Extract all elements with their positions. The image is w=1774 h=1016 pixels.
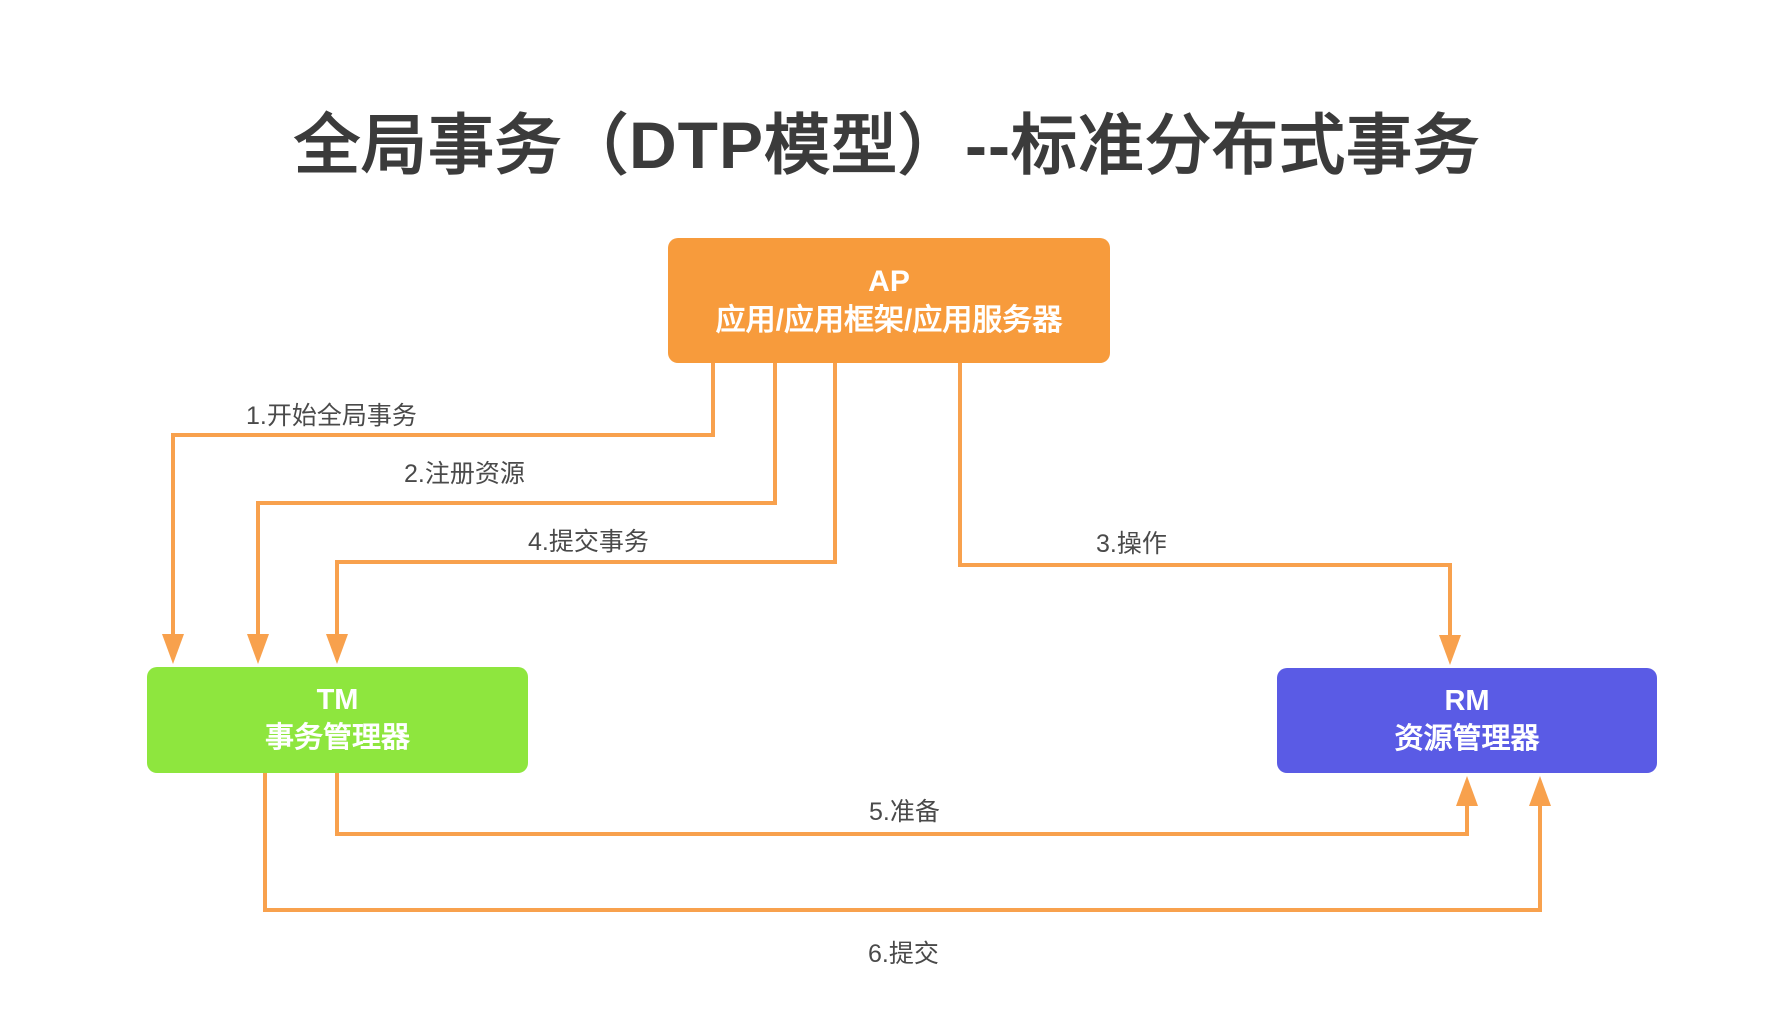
- arrow-1-label: 1.开始全局事务: [246, 402, 417, 430]
- node-rm-label: 资源管理器: [1394, 722, 1540, 755]
- node-rm: RM 资源管理器: [1277, 668, 1657, 773]
- arrow-6-head: [1529, 776, 1551, 806]
- arrow-5-head: [1456, 776, 1478, 806]
- diagram-title: 全局事务（DTP模型）--标准分布式事务: [294, 108, 1480, 182]
- arrow-4-head: [326, 634, 348, 664]
- arrow-3-path: [958, 363, 1452, 635]
- arrow-5-label: 5.准备: [869, 798, 940, 826]
- arrow-3-label: 3.操作: [1096, 530, 1167, 558]
- node-ap-code: AP: [868, 264, 910, 298]
- arrow-2-label: 2.注册资源: [404, 460, 525, 488]
- node-tm-label: 事务管理器: [264, 722, 410, 754]
- arrow-1-head: [162, 634, 184, 664]
- arrow-4-label: 4.提交事务: [528, 528, 649, 556]
- arrow-6-label: 6.提交: [868, 940, 939, 968]
- node-ap: AP 应用/应用框架/应用服务器: [668, 238, 1110, 363]
- node-tm-code: TM: [316, 684, 359, 717]
- arrow-2-head: [247, 634, 269, 664]
- node-tm: TM 事务管理器: [147, 667, 528, 773]
- arrow-3-head: [1439, 635, 1461, 665]
- node-ap-label: 应用/应用框架/应用服务器: [715, 303, 1063, 337]
- node-rm-code: RM: [1444, 684, 1490, 717]
